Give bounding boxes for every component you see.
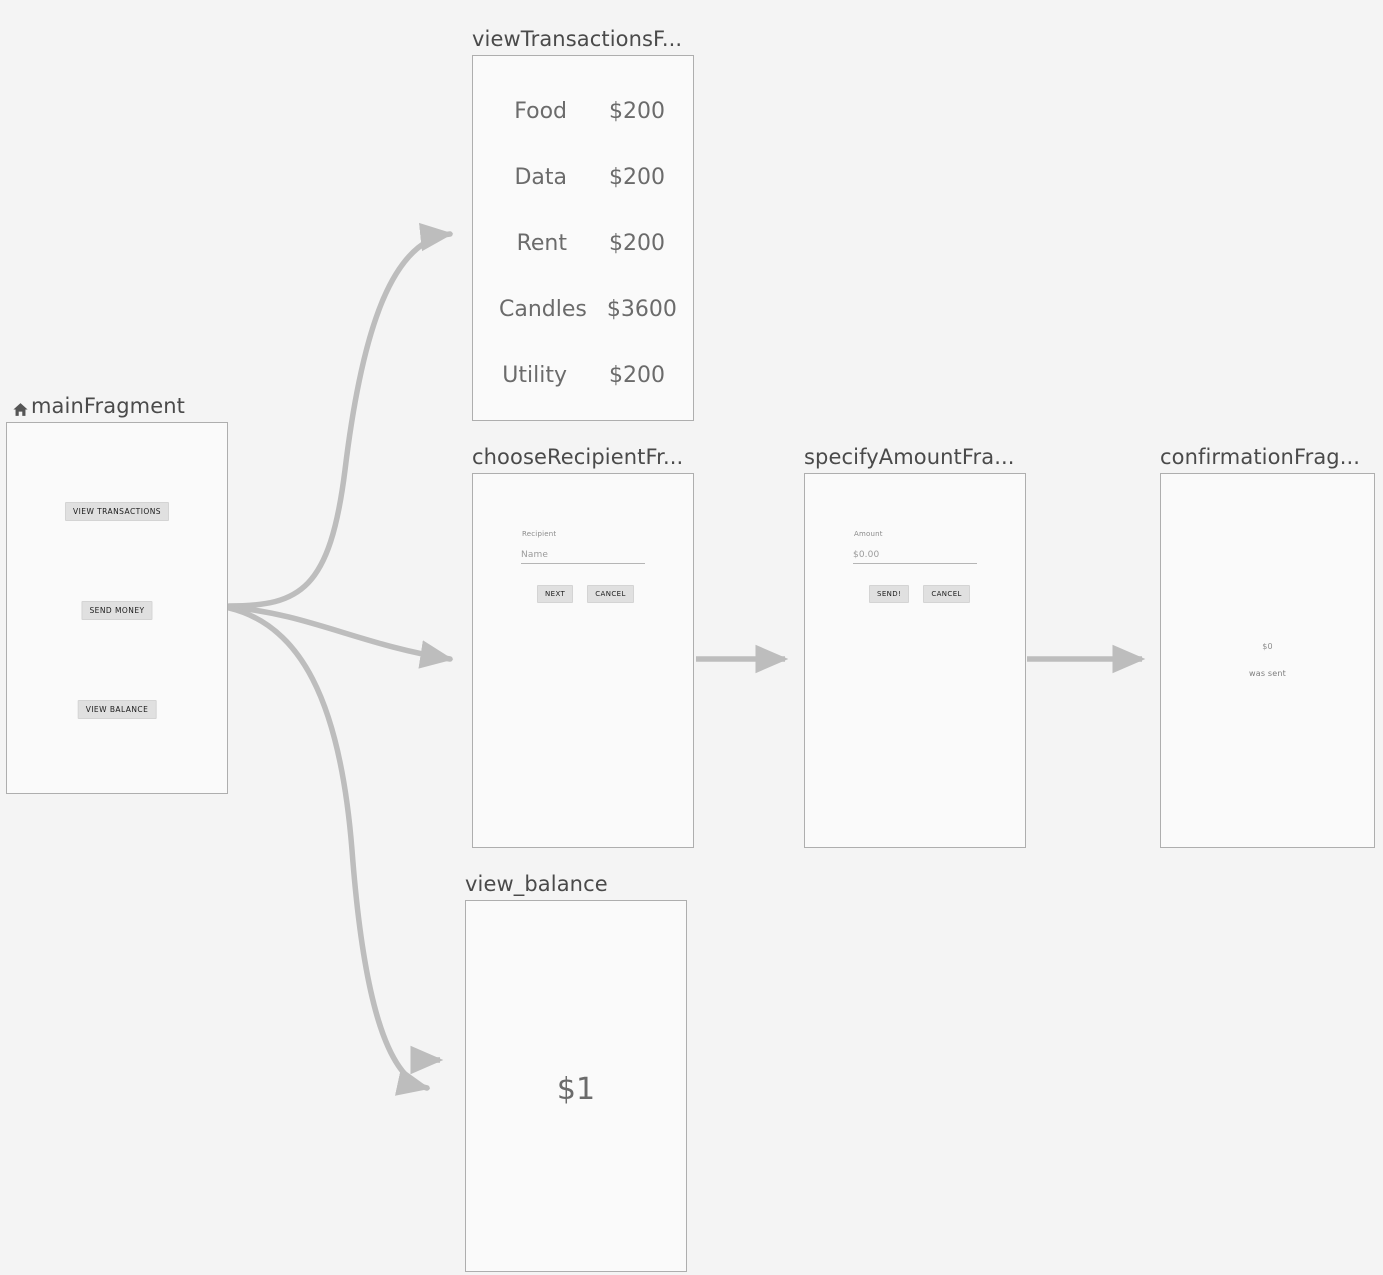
transaction-amount: $200 — [609, 362, 665, 388]
transaction-amount: $200 — [609, 230, 665, 256]
cancel-button[interactable]: CANCEL — [587, 585, 634, 603]
node-label-view-balance: view_balance — [465, 872, 608, 896]
node-main-fragment[interactable]: mainFragment VIEW TRANSACTIONS SEND MONE… — [6, 394, 228, 794]
confirmation-message-block: $0 was sent — [1161, 642, 1374, 678]
node-label-main-fragment: mainFragment — [12, 394, 185, 418]
transaction-name: Data — [514, 164, 567, 190]
node-label-main-fragment-text: mainFragment — [31, 394, 185, 418]
table-row: Candles $3600 — [473, 276, 693, 342]
node-specify-amount-fragment[interactable]: specifyAmountFra... Amount $0.00 SEND! C… — [804, 445, 1026, 848]
transaction-amount: $200 — [609, 164, 665, 190]
send-button[interactable]: SEND! — [869, 585, 910, 603]
amount-form: Amount $0.00 SEND! CANCEL — [853, 530, 987, 603]
home-icon — [12, 399, 29, 416]
table-row: Utility $200 — [473, 342, 693, 408]
node-choose-recipient-fragment[interactable]: chooseRecipientFr... Recipient Name NEXT… — [472, 445, 694, 848]
amount-label: Amount — [854, 530, 883, 538]
balance-amount: $1 — [556, 1072, 596, 1107]
edge-main-to-view-balance — [226, 605, 431, 1096]
transaction-list: Food $200 Data $200 Rent $200 Candles $3… — [473, 78, 693, 408]
confirmation-text: was sent — [1248, 669, 1287, 678]
node-confirmation-fragment[interactable]: confirmationFrag... $0 was sent — [1160, 445, 1375, 848]
table-row: Data $200 — [473, 144, 693, 210]
node-view-transactions-fragment[interactable]: viewTransactionsF... Food $200 Data $200… — [472, 27, 694, 421]
card-view-transactions-fragment[interactable]: Food $200 Data $200 Rent $200 Candles $3… — [472, 55, 694, 421]
table-row: Rent $200 — [473, 210, 693, 276]
send-money-button[interactable]: SEND MONEY — [81, 601, 153, 620]
cancel-button[interactable]: CANCEL — [923, 585, 970, 603]
node-view-balance-fragment[interactable]: view_balance $1 — [465, 872, 687, 1272]
card-main-fragment[interactable]: VIEW TRANSACTIONS SEND MONEY VIEW BALANC… — [6, 422, 228, 794]
confirmation-amount: $0 — [1262, 642, 1273, 651]
transaction-amount: $200 — [609, 98, 665, 124]
node-label-choose-recipient: chooseRecipientFr... — [472, 445, 684, 469]
transaction-name: Utility — [502, 362, 567, 388]
recipient-form-buttons: NEXT CANCEL — [521, 585, 655, 603]
node-label-confirmation: confirmationFrag... — [1160, 445, 1361, 469]
next-button[interactable]: NEXT — [537, 585, 574, 603]
card-view-balance-fragment[interactable]: $1 — [465, 900, 687, 1272]
view-transactions-button[interactable]: VIEW TRANSACTIONS — [65, 502, 169, 521]
transaction-name: Rent — [516, 230, 567, 256]
edge-main-to-view-transactions — [226, 222, 454, 609]
card-specify-amount-fragment[interactable]: Amount $0.00 SEND! CANCEL — [804, 473, 1026, 848]
recipient-name-input[interactable]: Name — [521, 550, 645, 564]
recipient-label: Recipient — [522, 530, 557, 538]
recipient-form: Recipient Name NEXT CANCEL — [521, 530, 655, 603]
table-row: Food $200 — [473, 78, 693, 144]
transaction-name: Candles — [499, 296, 587, 322]
node-label-view-transactions: viewTransactionsF... — [472, 27, 683, 51]
amount-form-buttons: SEND! CANCEL — [853, 585, 987, 603]
transaction-amount: $3600 — [606, 296, 677, 322]
transaction-name: Food — [514, 98, 567, 124]
node-label-specify-amount: specifyAmountFra... — [804, 445, 1015, 469]
view-balance-button[interactable]: VIEW BALANCE — [77, 700, 157, 719]
card-confirmation-fragment[interactable]: $0 was sent — [1160, 473, 1375, 848]
amount-input[interactable]: $0.00 — [853, 550, 977, 564]
edge-main-to-choose-recipient — [226, 604, 454, 669]
card-choose-recipient-fragment[interactable]: Recipient Name NEXT CANCEL — [472, 473, 694, 848]
